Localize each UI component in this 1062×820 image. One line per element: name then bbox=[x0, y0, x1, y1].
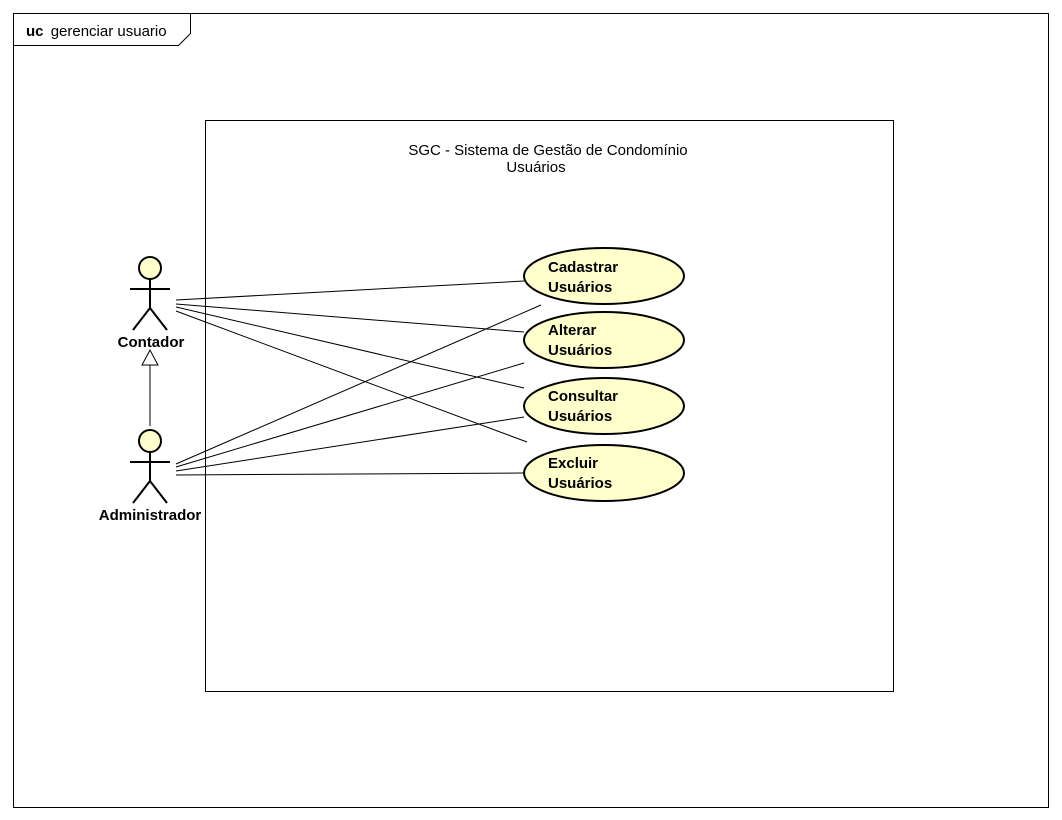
association-contador-alterar[interactable] bbox=[175, 303, 525, 333]
actor-administrador-label: Administrador bbox=[99, 507, 202, 524]
frame-name: gerenciar usuario bbox=[51, 23, 167, 40]
association-contador-excluir[interactable] bbox=[175, 310, 528, 443]
associations bbox=[175, 280, 542, 476]
use-case-alterar-line2: Usuários bbox=[548, 342, 612, 359]
actor-contador-head bbox=[138, 256, 162, 280]
frame-title: uc gerenciar usuario bbox=[26, 23, 167, 40]
generalization-arrow[interactable] bbox=[141, 348, 159, 426]
use-case-excluir-line1: Excluir bbox=[548, 455, 598, 472]
use-case-consultar-line1: Consultar bbox=[548, 388, 618, 405]
association-contador-cadastrar[interactable] bbox=[175, 280, 525, 301]
use-case-alterar[interactable]: Alterar Usuários bbox=[523, 311, 685, 369]
frame-keyword: uc bbox=[26, 23, 44, 40]
association-administrador-alterar[interactable] bbox=[175, 362, 525, 468]
use-case-cadastrar-line2: Usuários bbox=[548, 279, 612, 296]
use-case-consultar[interactable]: Consultar Usuários bbox=[523, 377, 685, 435]
actor-contador-label: Contador bbox=[118, 334, 185, 351]
system-subtitle: Usuários bbox=[506, 159, 565, 176]
use-case-cadastrar[interactable]: Cadastrar Usuários bbox=[523, 247, 685, 305]
use-case-excluir-line2: Usuários bbox=[548, 475, 612, 492]
association-contador-consultar[interactable] bbox=[175, 306, 525, 389]
system-boundary bbox=[205, 120, 894, 692]
use-case-excluir[interactable]: Excluir Usuários bbox=[523, 444, 685, 502]
use-case-alterar-line1: Alterar bbox=[548, 322, 597, 339]
association-administrador-cadastrar[interactable] bbox=[175, 304, 542, 465]
uml-frame bbox=[13, 13, 1049, 808]
frame-name-tab bbox=[13, 13, 191, 46]
association-administrador-consultar[interactable] bbox=[175, 416, 525, 472]
use-case-consultar-line2: Usuários bbox=[548, 408, 612, 425]
actor-administrador[interactable] bbox=[130, 429, 170, 504]
system-title: SGC - Sistema de Gestão de Condomínio bbox=[408, 142, 687, 159]
association-administrador-excluir[interactable] bbox=[175, 472, 525, 476]
actor-contador[interactable] bbox=[130, 256, 170, 331]
use-case-cadastrar-line1: Cadastrar bbox=[548, 259, 618, 276]
actor-administrador-head bbox=[138, 429, 162, 453]
